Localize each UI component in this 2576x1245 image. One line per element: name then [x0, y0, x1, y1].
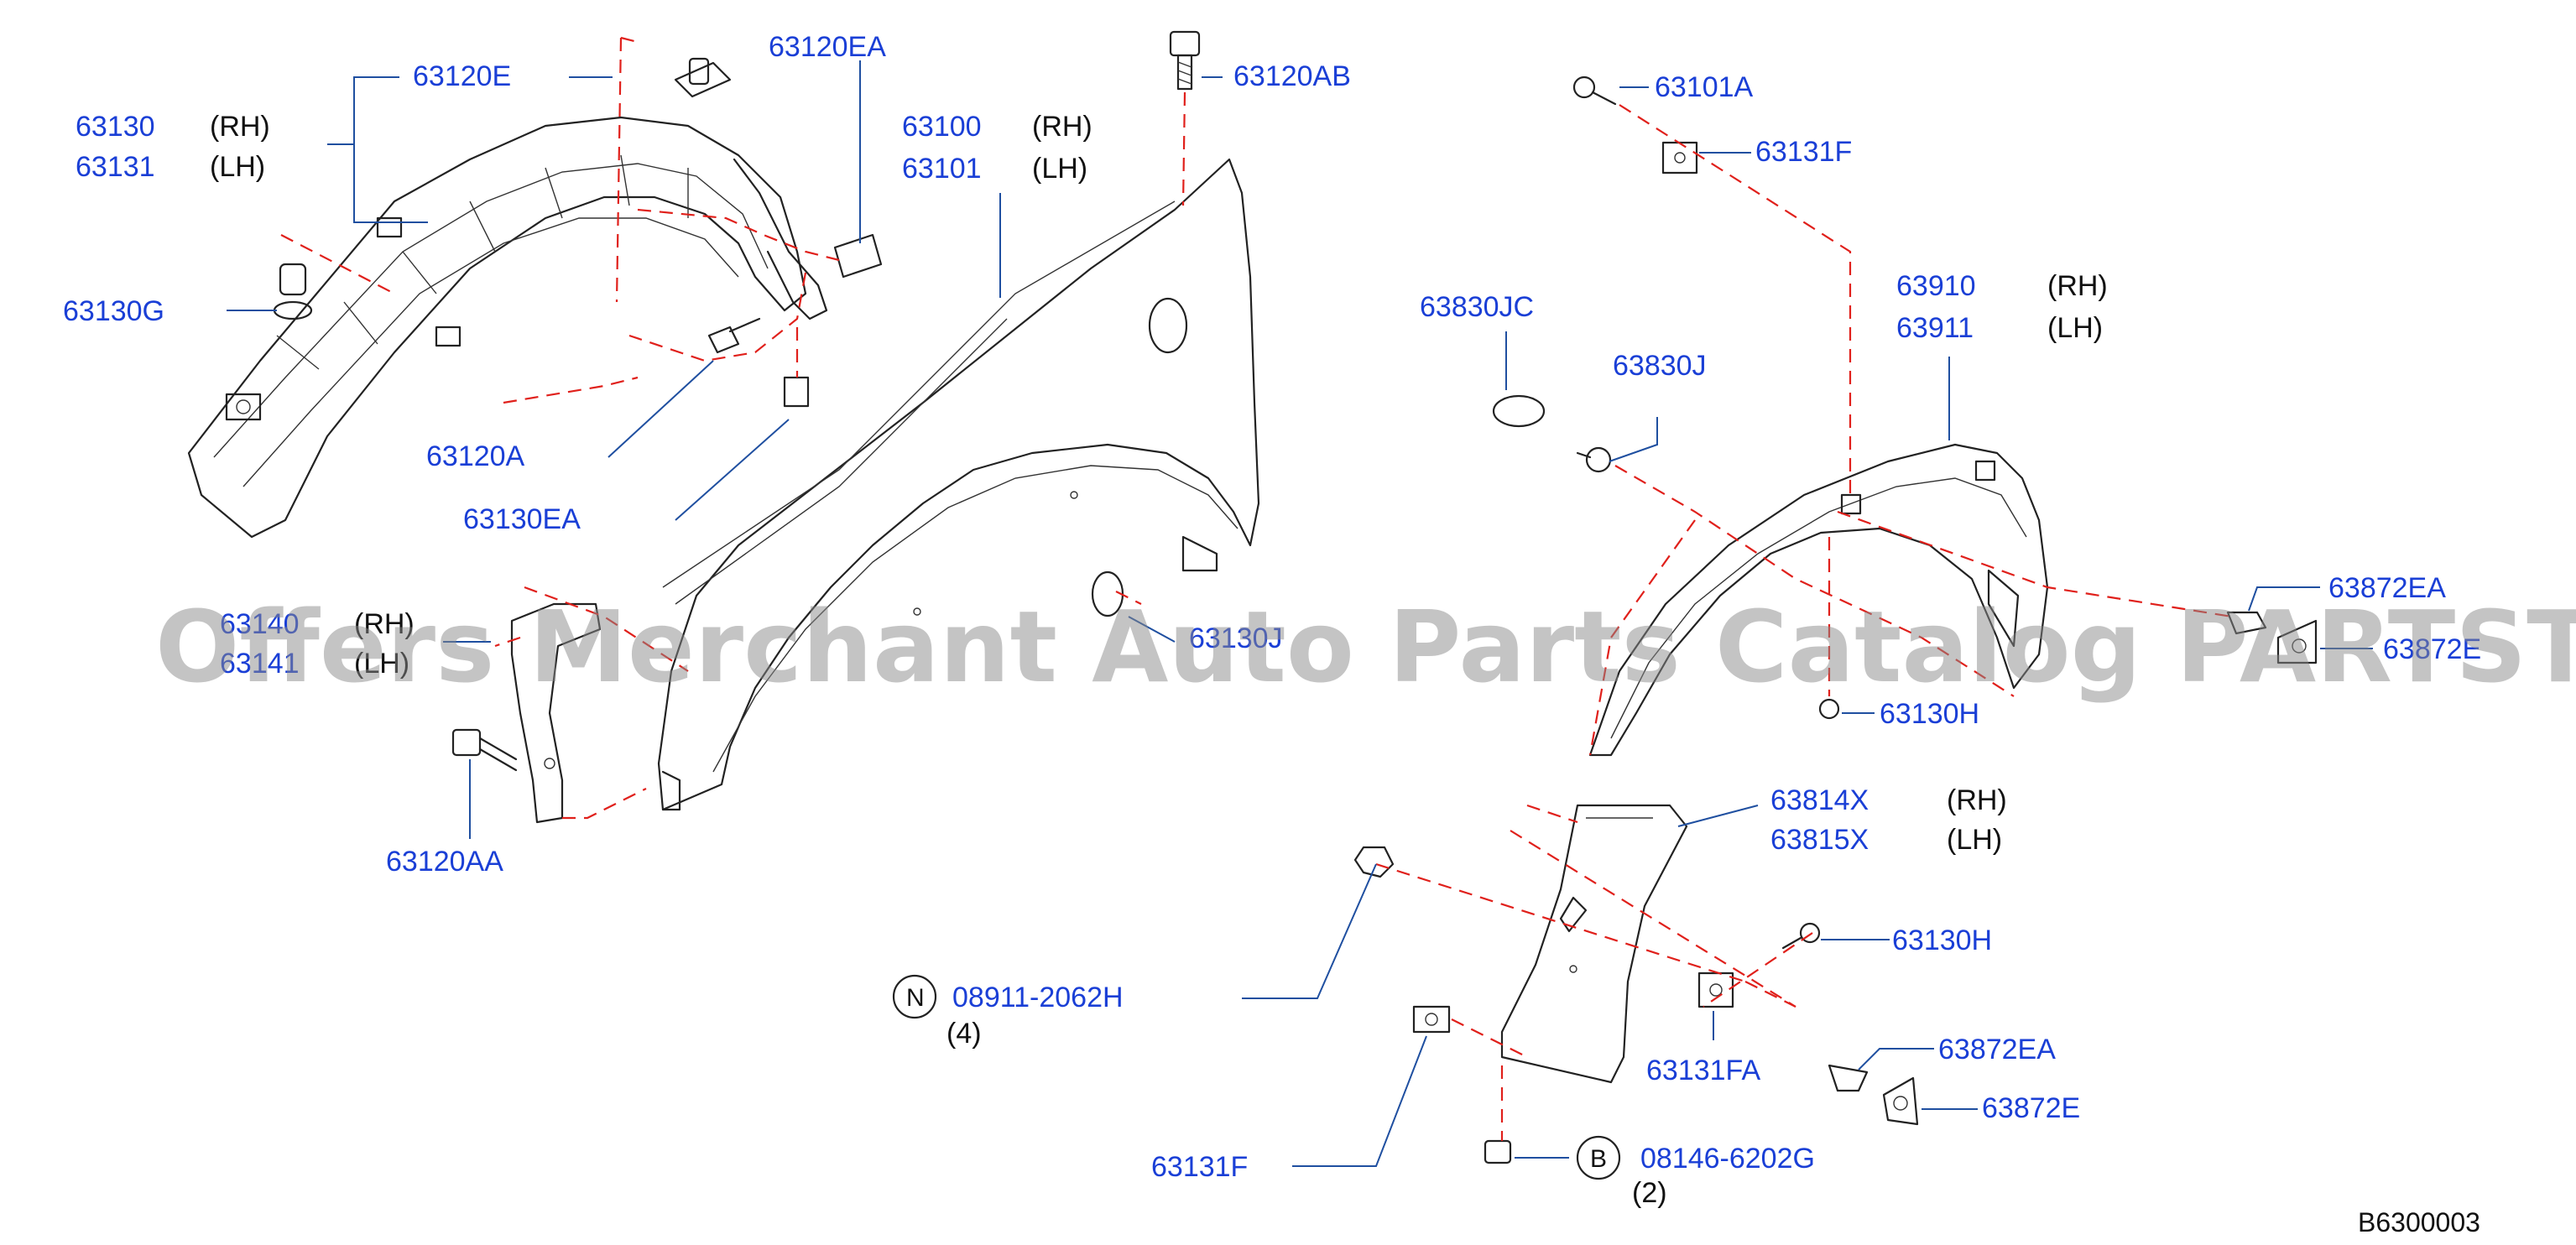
label-63120E: 63120E	[413, 60, 511, 92]
label-63100: 63100	[902, 111, 982, 143]
symbol-b-letter: B	[1590, 1145, 1607, 1173]
label-63120A: 63120A	[426, 440, 525, 472]
symbol-n-circle	[892, 974, 937, 1019]
symbol-b-circle	[1576, 1135, 1621, 1180]
side-lh-63101: (LH)	[1032, 153, 1087, 185]
label-63130: 63130	[76, 111, 155, 143]
label-63872E-bottom: 63872E	[1982, 1092, 2080, 1124]
splash-guard-drawing	[510, 602, 602, 824]
watermark-text: Offers Merchant Auto Parts Catalog PARTS…	[155, 589, 2576, 705]
overfender-drawing	[1588, 443, 2049, 757]
label-63872E-right: 63872E	[2383, 633, 2481, 665]
label-63911: 63911	[1896, 312, 1974, 344]
leader-lines	[227, 60, 2373, 1167]
symbol-n-quantity: (4)	[946, 1018, 982, 1050]
side-lh-63131: (LH)	[210, 151, 265, 183]
label-63130H-bottom: 63130H	[1892, 925, 1992, 956]
fender-liner-drawing	[187, 116, 828, 539]
label-63830J: 63830J	[1613, 350, 1707, 382]
label-63130G: 63130G	[63, 295, 164, 327]
label-08911-2062H: 08911-2062H	[952, 982, 1124, 1013]
label-63872EA-bottom: 63872EA	[1938, 1034, 2056, 1065]
label-63830JC: 63830JC	[1420, 291, 1534, 323]
symbol-n-letter: N	[906, 984, 925, 1012]
label-63101: 63101	[902, 153, 982, 185]
label-63120EA: 63120EA	[769, 31, 886, 63]
label-63141: 63141	[220, 648, 300, 680]
diagram-code: B6300003	[2358, 1207, 2480, 1237]
reference-symbols: N (4) B (2)	[892, 974, 1667, 1209]
label-63131F-top: 63131F	[1755, 136, 1852, 168]
label-63120AB: 63120AB	[1233, 60, 1351, 92]
label-63131FA: 63131FA	[1646, 1055, 1760, 1086]
label-63130EA: 63130EA	[463, 503, 581, 535]
side-lh-63815X: (LH)	[1947, 824, 2002, 856]
side-rh-63910: (RH)	[2047, 270, 2108, 302]
label-63815X: 63815X	[1770, 824, 1869, 856]
side-lh-63141: (LH)	[354, 648, 409, 680]
label-63140: 63140	[220, 608, 300, 640]
part-labels: 63120E 63120EA 63120AB 63130 (RH) 63131 …	[63, 31, 2481, 1183]
side-rh-63130: (RH)	[210, 111, 270, 143]
label-63131: 63131	[76, 151, 155, 183]
label-63130H-top: 63130H	[1880, 698, 1979, 730]
label-63120AA: 63120AA	[386, 846, 503, 878]
side-lh-63911: (LH)	[2047, 312, 2103, 344]
label-63814X: 63814X	[1770, 784, 1869, 816]
side-rh-63814X: (RH)	[1947, 784, 2007, 816]
assembly-lines	[280, 36, 2233, 1141]
mud-guard-drawing	[1500, 804, 1688, 1084]
label-63130J: 63130J	[1189, 622, 1283, 654]
front-fender-drawing	[657, 158, 1260, 811]
label-63872EA-right: 63872EA	[2328, 572, 2446, 604]
label-08146-6202G: 08146-6202G	[1640, 1143, 1815, 1175]
label-63910: 63910	[1896, 270, 1976, 302]
side-rh-63100: (RH)	[1032, 111, 1092, 143]
side-rh-63140: (RH)	[354, 608, 415, 640]
label-63131F-bottom: 63131F	[1151, 1151, 1248, 1183]
label-63101A: 63101A	[1655, 71, 1754, 103]
symbol-b-quantity: (2)	[1632, 1177, 1667, 1209]
